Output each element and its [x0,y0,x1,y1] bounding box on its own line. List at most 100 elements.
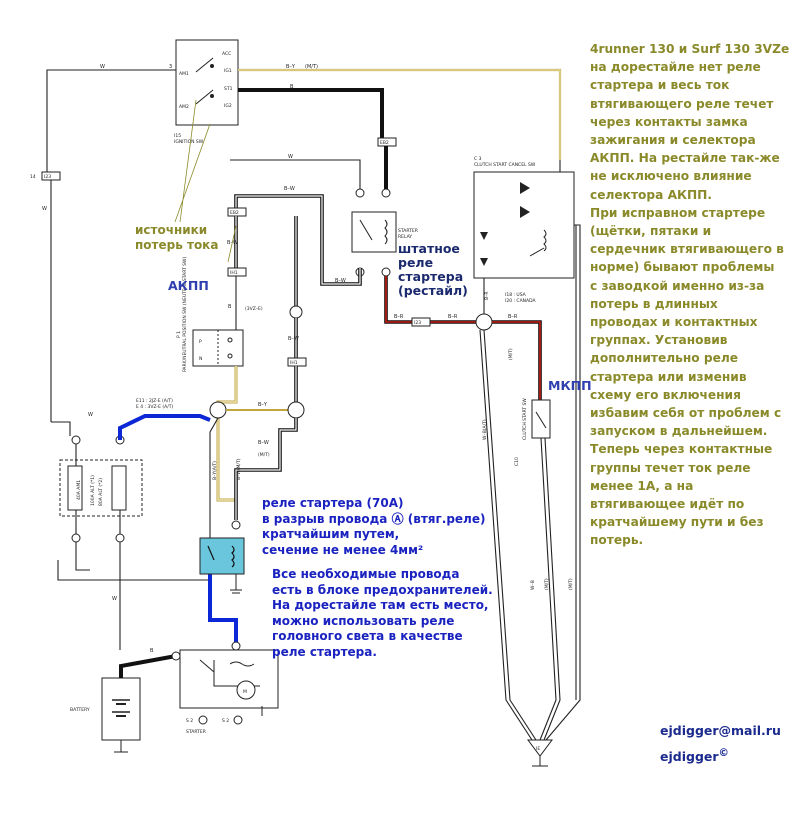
wire-label-bw-top: B–W [284,186,295,192]
wire-label-wb-v: W–B [530,580,536,590]
relay-note-line-2: в разрыв провода Ⓐ (втяг.реле) [262,511,486,526]
right-note-line-27: кратчайшему пути и без [590,515,764,530]
wire-label-br-2: B–R [448,314,458,320]
wire-label-bw-relay: B–W [335,278,346,284]
right-note-line-26: втягивающее идёт по [590,497,745,512]
added-wire-starter [208,540,238,648]
stock-relay-line-1: штатное [398,241,460,256]
wire-label-br-1: B–R [394,314,404,320]
splice-note-1: E11 : 2JZ-E (A/T) [136,398,173,404]
wire-label-w-relay: W [288,154,293,160]
connector-i23-left-label: I23 [44,174,51,180]
pin-am2-label: AM2 [179,104,189,110]
relay-note-line-3: кратчайшим путем, [262,527,400,541]
pin-ig1-label: IG1 [224,68,232,74]
author-signature: ejdigger© [660,747,729,764]
park-neutral-title: PARK/NEUTRAL POSITION SW (NEUTRAL START … [182,257,188,372]
battery-label: BATTERY [70,707,90,713]
battery: BATTERY [70,677,141,753]
right-note-line-21: избавим себя от проблем с [590,406,782,421]
clutch-start-title: CLUTCH START SW [522,398,528,440]
right-note-line-6: зажигания и селектора [590,133,756,148]
akpp-label: АКПП [168,278,209,293]
right-note-line-22: запуском в дальнейшем. [590,424,768,439]
wire-label-bw-mt: B–W [288,336,299,342]
right-note-line-2: на дорестайле нет реле [590,60,761,75]
clutch-note-canada: I20 : CANADA [505,298,536,304]
right-note-line-15: потерь в длинных [590,296,718,311]
wire-wb-1 [483,329,537,741]
connector-eb2-top-label: EB2 [380,140,389,146]
pin-ig2-label: IG2 [224,103,232,109]
right-note-line-5: через контакты замка [590,114,748,129]
wire-label-bw-mt-v: B–W(M/T) [236,458,242,480]
right-note-line-11: (щётки, пятаки и [590,224,712,239]
wire-st1-b [238,88,384,138]
wire-label-mt-v2: (M/T) [544,578,550,590]
connector-i23-right [411,317,431,327]
ignition-sw-id: I15 [174,133,181,139]
current-loss-sources-label: источники потерь тока [135,223,218,253]
wire-label-br-3: B–R [508,314,518,320]
right-note-line-17: группах. Установив [590,333,728,348]
right-note-line-3: стартера и весь ток [590,78,730,93]
wire-label-mt-lower: (M/T) [258,452,270,458]
added-starter-relay [199,537,245,594]
fuse-80a-label: 80A ALT (*2) [98,478,104,506]
wire-note-line-6: реле стартера. [272,644,377,659]
right-note-line-1: 4runner 130 и Surf 130 3VZe [590,42,790,56]
relay-note-line-1: реле стартера (70А) [262,496,404,510]
wire-label-w-top: W [100,64,105,70]
starter-relay-title-2: RELAY [398,234,412,240]
wire-label-w-left: W [42,206,47,212]
right-note-line-12: сердечник втягивающего в [590,242,784,257]
starter-pin-1: S 2 [186,718,193,724]
right-note-line-19: стартера или изменив [590,369,747,384]
ground-ie: IE [527,739,553,767]
wire-note-line-1: Все необходимые провода [272,567,460,581]
right-note-line-16: проводах и контактных [590,315,758,330]
copyright-mark: © [718,747,729,759]
author-email: ejdigger@mail.ru [660,723,781,738]
connector-i23-right-label: I23 [414,320,421,326]
wire-note-line-2: есть в блоке предохранителей. [272,582,493,597]
stock-relay-line-4: (рестайл) [398,283,468,298]
motor-label: M [243,689,247,695]
clutch-start-switch: CLUTCH START SW C10 [514,398,551,466]
clutch-cancel-title: CLUTCH START CANCEL SW [474,162,536,168]
pointer-lines [174,99,237,263]
wire-label-wb-at: W–B(A/T) [482,419,488,440]
added-wire-fuse [118,414,211,440]
park-neutral-switch: P N [192,329,244,367]
wire-ig1-by [238,68,562,160]
author-name: ejdigger [660,749,719,765]
wire-label-bw-lower: B–W [258,440,269,446]
wire-am1-w [46,69,176,172]
fuse-am1-label: 40A AM1 [76,480,82,500]
right-note-line-20: схему его включения [590,387,741,402]
connector-i23-pin: 14 [30,174,36,180]
wire-note-line-3: На дорестайле там есть место, [272,598,489,612]
wire-label-by-at: B–Y(A/T) [212,461,218,480]
wire-label-3vze: (3VZ–E) [245,306,263,312]
clutch-start-id: C10 [514,457,520,466]
fusible-link-block: 40A AM1 100A ALT (*1) 80A ALT (*2) [59,459,143,517]
clutch-start-cancel-switch: C 3 CLUTCH START CANCEL SW [473,156,575,279]
pin-st1-label: ST1 [224,86,233,92]
wire-note-line-4: можно использовать реле [272,613,455,628]
right-note-line-28: потерь. [590,533,644,548]
wire-battery-b [119,654,177,678]
wire-note-line-5: головного света в качестве [272,629,463,643]
connector-ih1-left-label: IH1 [230,270,238,276]
starter: M S 2 S 2 STARTER [179,649,279,735]
stock-relay-line-3: стартера [398,269,464,284]
ignition-sw-title: IGNITION SW [174,139,204,145]
wire-label-b-battery: B [150,648,154,654]
right-note-line-10: При исправном стартере [590,205,766,220]
right-note-line-14: с заводкой именно из-за [590,278,765,293]
right-note-line-9: селектора АКПП. [590,187,713,202]
relay-note-line-4: сечение не менее 4мм² [262,542,424,557]
wire-label-mt-v3: (M/T) [568,578,574,590]
clutch-cancel-id: C 3 [474,156,482,162]
